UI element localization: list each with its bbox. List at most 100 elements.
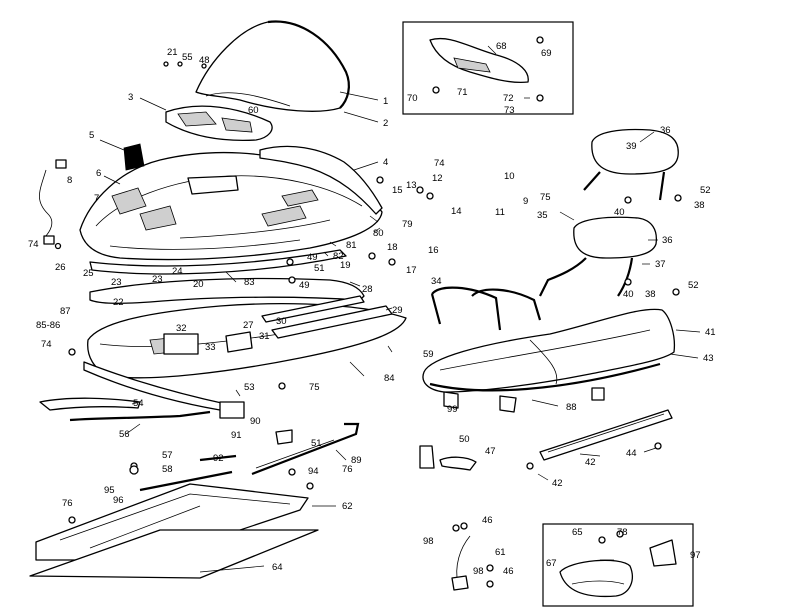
callout-76-b: 76 [62,498,73,509]
callout-12: 12 [432,173,443,184]
latch-bracket [275,429,293,445]
callout-74-a: 74 [28,239,39,250]
callout-17: 17 [406,265,417,276]
callout-70: 70 [407,93,418,104]
callout-42-b: 42 [552,478,563,489]
fastener-hardware [54,36,682,588]
callout-98-a: 98 [423,536,434,547]
callout-79: 79 [402,219,413,230]
callout-73: 73 [504,105,515,116]
callout-46-a: 46 [482,515,493,526]
bumper-trim [89,277,365,304]
callout-27: 27 [243,320,254,331]
callout-28: 28 [362,284,373,295]
callout-38-b: 38 [645,289,656,300]
pad-strip [199,454,237,462]
callout-18: 18 [387,242,398,253]
callout-36-a: 36 [660,125,671,136]
callout-41: 41 [705,327,716,338]
callout-62: 62 [342,501,353,512]
callout-38-a: 38 [694,200,705,211]
callout-81: 81 [346,240,357,251]
callout-72: 72 [503,93,514,104]
callout-4: 4 [383,157,388,168]
callout-34: 34 [431,276,442,287]
callout-33: 33 [205,342,216,353]
callout-15: 15 [392,185,403,196]
callout-47: 47 [485,446,496,457]
callout-23-b: 23 [152,274,163,285]
seal-strip [139,470,233,492]
callout-36-b: 36 [662,235,673,246]
bumper [39,361,245,422]
callout-24: 24 [172,266,183,277]
callout-64: 64 [272,562,283,573]
hinge-strip [539,409,673,461]
callout-9: 9 [523,196,528,207]
callout-16: 16 [428,245,439,256]
strap [451,535,471,591]
callout-85-86: 85-86 [36,320,60,331]
callout-60: 60 [248,105,259,116]
callout-37: 37 [655,259,666,270]
callout-67: 67 [546,558,557,569]
callout-55: 55 [182,52,193,63]
callout-90: 90 [250,416,261,427]
windshield-base-trim [165,105,273,142]
callout-7: 7 [94,193,99,204]
callout-44: 44 [626,448,637,459]
callout-25: 25 [83,268,94,279]
backrest-upper [583,128,679,201]
storage-tray [29,483,319,579]
callout-52-b: 52 [688,280,699,291]
callout-40-a: 40 [614,207,625,218]
callout-49-b: 49 [299,280,310,291]
callout-97: 97 [690,550,701,561]
callout-74-b: 74 [434,158,445,169]
rear-handle [430,286,542,331]
callout-58: 58 [162,464,173,475]
callout-87: 87 [60,306,71,317]
callout-39: 39 [626,141,637,152]
callout-10: 10 [504,171,515,182]
callout-84: 84 [384,373,395,384]
callout-31: 31 [259,331,270,342]
inset-box-cover [542,523,694,607]
callout-94: 94 [308,466,319,477]
callout-26: 26 [55,262,66,273]
callout-68: 68 [496,41,507,52]
callout-11: 11 [495,207,505,218]
callout-78: 78 [617,527,628,538]
callout-80: 80 [373,228,384,239]
callout-52-a: 52 [700,185,711,196]
hood [79,151,383,261]
seat [422,308,676,393]
callout-96: 96 [113,495,124,506]
callout-91: 91 [231,430,242,441]
callout-32: 32 [176,323,187,334]
callout-1: 1 [383,96,388,107]
latch-rod [251,422,360,476]
callout-57: 57 [162,450,173,461]
grab-handle [429,38,529,84]
callout-30: 30 [276,316,287,327]
callout-8: 8 [67,175,72,186]
callout-14: 14 [451,206,462,217]
callout-50: 50 [459,434,470,445]
callout-51-a: 51 [314,263,325,274]
side-rail [261,295,393,339]
callout-6: 6 [96,168,101,179]
callout-19: 19 [340,260,351,271]
callout-61: 61 [495,547,506,558]
callout-74-c: 74 [41,339,52,350]
callout-88: 88 [566,402,577,413]
callout-20: 20 [193,279,204,290]
backrest-lower [539,216,658,297]
callout-95: 95 [104,485,115,496]
leader-lines [99,45,701,573]
mount-plate [163,331,253,355]
hood-trim-strip [89,249,347,275]
callout-46-b: 46 [503,566,514,577]
callout-54: 54 [133,398,144,409]
